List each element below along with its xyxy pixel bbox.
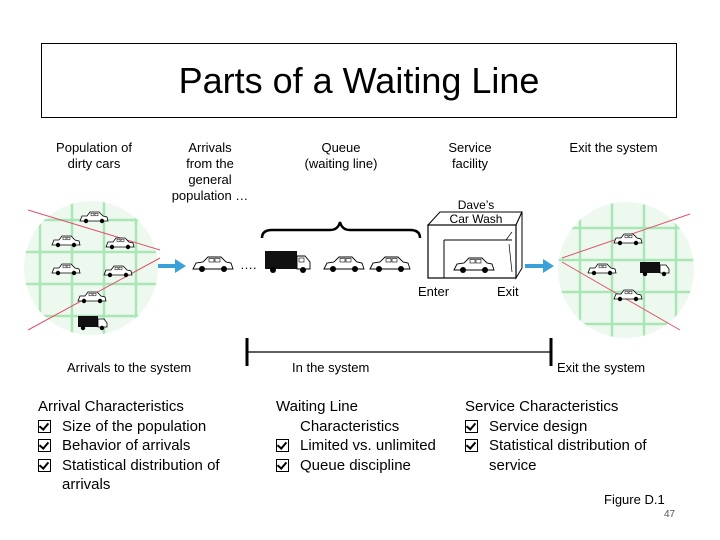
population-label-line: Population of [56,140,132,155]
arrivals-label-line: Arrivals [188,140,232,155]
list-item: Statistical distribution of [38,456,263,476]
figure-caption: Figure D.1 [604,492,665,507]
section-timeline [245,338,553,366]
waiting-line-characteristics: Waiting Line Characteristics Limited vs.… [276,397,466,475]
service-label-line: Service [448,140,492,155]
queue-label-line: (waiting line) [304,156,378,171]
list-item-text: Queue discipline [300,456,411,474]
checkbox-icon [465,419,478,433]
list-item-text: Limited vs. unlimited [300,437,436,454]
list-item: Size of the population [38,417,263,437]
checkbox-icon [38,458,51,472]
list-item: Statistical distribution of [465,436,690,456]
list-item-text: Statistical distribution of [489,437,647,454]
waiting-line-characteristics-title: Waiting Line [276,398,358,415]
list-item: Service design [465,417,690,437]
arrivals-label-line: from the [186,156,234,171]
exit-grid [558,202,694,338]
list-item: Behavior of arrivals [38,436,263,456]
checkbox-icon [276,439,289,452]
list-item: Queue discipline [276,456,466,476]
page-number: 47 [664,509,676,520]
section-arrivals: Arrivals to the system [67,360,192,375]
queue-label: Queue (waiting line) [286,140,396,172]
list-item-text: Service design [489,417,588,435]
queue-label-line: Queue [321,140,361,155]
checkbox-icon [465,439,478,452]
arrival-characteristics-title: Arrival Characteristics [38,398,184,415]
service-label: Service facility [425,140,515,172]
population-label: Population of dirty cars [44,140,144,172]
arrivals-label-line: population … [171,188,249,203]
exit-top-label: Exit the system [569,140,658,155]
population-label-line: dirty cars [67,156,121,171]
arrival-characteristics: Arrival Characteristics Size of the popu… [38,397,263,495]
arrivals-label-line: general [188,172,232,187]
queue-dots: …. [240,257,257,272]
list-item-text: Size of the population [62,417,207,435]
section-in-system: In the system [292,360,370,375]
checkbox-icon [38,439,51,452]
list-item-text: Behavior of arrivals [62,437,191,454]
population-grid [24,201,161,335]
service-characteristics: Service Characteristics Service design S… [465,397,690,475]
page-title: Parts of a Waiting Line [178,60,540,101]
car-wash-building [426,211,523,280]
car-wash-sign-line: Car Wash [449,212,503,226]
list-item-text: Statistical distribution of [62,456,220,474]
checkbox-icon [276,458,289,472]
arrivals-label: Arrivals from the general population … [160,140,260,204]
list-item-continuation: service [489,456,537,474]
car-wash-sign-line: Dave’s [457,198,495,212]
list-item: Limited vs. unlimited [276,436,466,456]
section-exit: Exit the system [557,360,646,375]
enter-label: Enter [418,284,450,299]
waiting-line-characteristics-title-continued: Characteristics [300,417,400,435]
queue-brace [260,221,422,239]
service-characteristics-title: Service Characteristics [465,398,619,415]
service-label-line: facility [451,156,489,171]
car-wash-sign: Dave’s Car Wash [438,198,514,226]
list-item-continuation: arrivals [62,476,111,493]
checkbox-icon [38,419,51,433]
exit-label: Exit [497,284,519,299]
arrival-arrow [158,259,186,273]
exit-arrow [525,259,554,273]
title-box [41,43,677,118]
